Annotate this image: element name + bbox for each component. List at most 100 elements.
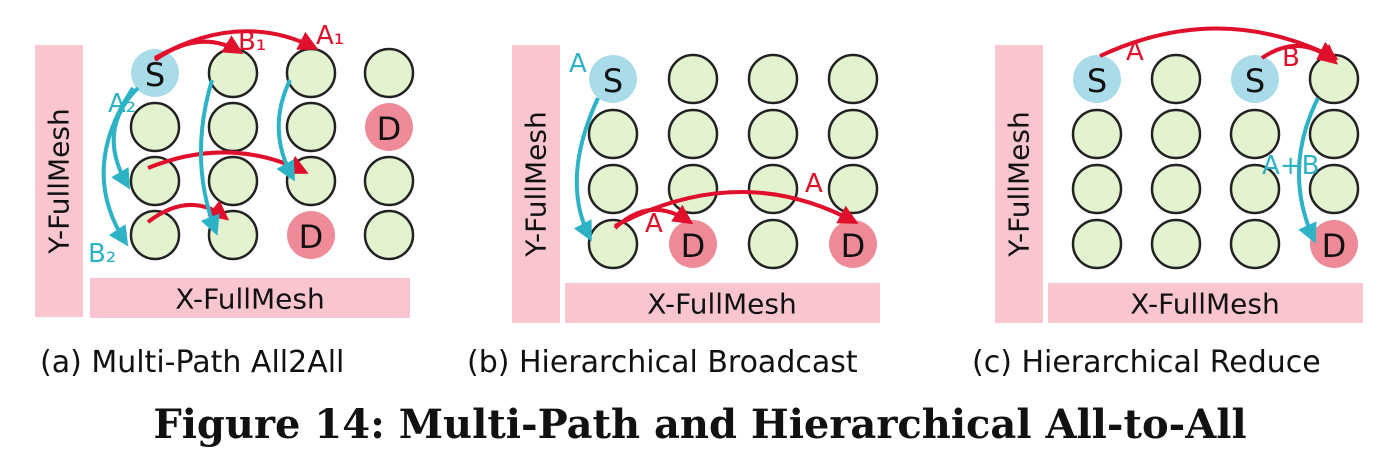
mesh-node bbox=[587, 163, 639, 215]
caption-c: (c) Hierarchical Reduce bbox=[972, 345, 1321, 380]
mesh-node bbox=[1308, 163, 1360, 215]
caption-b: (b) Hierarchical Broadcast bbox=[467, 345, 858, 380]
mesh-node bbox=[129, 101, 181, 153]
mesh-node bbox=[747, 53, 799, 105]
mesh-node bbox=[207, 155, 259, 207]
panel-b: Y-FullMesh X-FullMesh S D D A A A (b) Hier… bbox=[467, 45, 880, 380]
x-fullmesh-band bbox=[565, 283, 880, 323]
node-grid: S D D bbox=[587, 53, 879, 270]
mesh-node bbox=[667, 108, 719, 160]
destination-node-label: D bbox=[299, 218, 324, 256]
y-fullmesh-band bbox=[995, 45, 1043, 323]
node-grid: S D D bbox=[129, 47, 415, 261]
mesh-node bbox=[285, 101, 337, 153]
label-b1: B₁ bbox=[238, 27, 266, 57]
mesh-node bbox=[1229, 108, 1281, 160]
label-b2: B₂ bbox=[88, 239, 116, 269]
source-node bbox=[1073, 55, 1121, 103]
source-node bbox=[1231, 55, 1279, 103]
y-fullmesh-label: Y-FullMesh bbox=[43, 108, 76, 254]
mesh-node bbox=[827, 108, 879, 160]
x-fullmesh-label: X-FullMesh bbox=[175, 283, 325, 316]
label-b-red: B bbox=[1282, 43, 1300, 73]
label-a-cyan: A bbox=[569, 49, 587, 79]
source-node-label: S bbox=[603, 62, 623, 100]
arrows bbox=[101, 29, 319, 247]
mesh-node bbox=[587, 108, 639, 160]
x-fullmesh-label: X-FullMesh bbox=[1130, 288, 1280, 321]
source-node bbox=[131, 49, 179, 97]
y-fullmesh-band bbox=[512, 45, 560, 323]
destination-node bbox=[365, 103, 413, 151]
y-fullmesh-label: Y-FullMesh bbox=[520, 111, 553, 257]
destination-node-label: D bbox=[377, 110, 402, 148]
y-fullmesh-band bbox=[35, 45, 83, 317]
mesh-node bbox=[1071, 218, 1123, 270]
arrow-a-cyan bbox=[573, 97, 600, 242]
destination-node bbox=[287, 211, 335, 259]
destination-node bbox=[829, 220, 877, 268]
mesh-node bbox=[1308, 108, 1360, 160]
mesh-node bbox=[1150, 163, 1202, 215]
arrows bbox=[573, 97, 859, 242]
mesh-node bbox=[1229, 163, 1281, 215]
mesh-node bbox=[1150, 108, 1202, 160]
mesh-node bbox=[285, 155, 337, 207]
mesh-node bbox=[363, 47, 415, 99]
arrow-ab-cyan bbox=[1296, 97, 1320, 244]
arrow-col1-cyan bbox=[198, 79, 220, 236]
arrow-col2-cyan bbox=[276, 79, 295, 182]
destination-node-label: D bbox=[1322, 227, 1347, 265]
mesh-node bbox=[747, 218, 799, 270]
x-fullmesh-band bbox=[90, 278, 410, 318]
mesh-node bbox=[1071, 163, 1123, 215]
arrows bbox=[1099, 26, 1339, 244]
mesh-node bbox=[1150, 53, 1202, 105]
arrow-a-red-long bbox=[614, 189, 859, 228]
destination-node-label: D bbox=[681, 227, 706, 265]
mesh-node bbox=[207, 101, 259, 153]
mesh-node bbox=[285, 47, 337, 99]
mesh-node bbox=[1229, 218, 1281, 270]
mesh-node bbox=[129, 209, 181, 261]
mesh-node bbox=[207, 209, 259, 261]
destination-node-label: D bbox=[841, 227, 866, 265]
arrow-b-red bbox=[1260, 43, 1339, 65]
label-a1: A₁ bbox=[316, 21, 344, 51]
source-node-label: S bbox=[145, 56, 165, 94]
arrow-a2 bbox=[111, 86, 140, 190]
mesh-node bbox=[129, 155, 181, 207]
mesh-node bbox=[747, 108, 799, 160]
arrow-a1 bbox=[154, 29, 319, 60]
source-node-label: S bbox=[1245, 62, 1265, 100]
arrow-b2 bbox=[101, 86, 135, 247]
source-node-label: S bbox=[1087, 62, 1107, 100]
mesh-node bbox=[747, 163, 799, 215]
label-a-red-long: A bbox=[805, 169, 823, 199]
caption-a: (a) Multi-Path All2All bbox=[40, 345, 344, 380]
x-fullmesh-label: X-FullMesh bbox=[647, 288, 797, 321]
mesh-node bbox=[667, 163, 719, 215]
source-node bbox=[589, 55, 637, 103]
destination-node bbox=[1310, 220, 1358, 268]
mesh-node bbox=[1071, 108, 1123, 160]
y-fullmesh-label: Y-FullMesh bbox=[1003, 111, 1036, 257]
label-a-red: A bbox=[1126, 37, 1144, 67]
destination-node bbox=[669, 220, 717, 268]
x-fullmesh-band bbox=[1048, 283, 1363, 323]
panel-c: Y-FullMesh X-FullMesh S S D A B A+B (c) Hi… bbox=[972, 26, 1363, 380]
label-a2: A₂ bbox=[108, 89, 136, 119]
mesh-node bbox=[827, 163, 879, 215]
mesh-node bbox=[827, 53, 879, 105]
mesh-node bbox=[363, 209, 415, 261]
mesh-node bbox=[667, 53, 719, 105]
figure-title: Figure 14: Multi-Path and Hierarchical A… bbox=[153, 401, 1246, 448]
label-a-red-short: A bbox=[645, 209, 663, 239]
arrow-row3-red bbox=[146, 200, 230, 224]
mesh-node bbox=[1150, 218, 1202, 270]
mesh-node bbox=[587, 218, 639, 270]
mesh-node bbox=[363, 155, 415, 207]
label-ab-cyan: A+B bbox=[1262, 151, 1319, 181]
panel-a: Y-FullMesh X-FullMesh S D D B₁ A₁ A₂ B₂ (a… bbox=[35, 21, 415, 380]
